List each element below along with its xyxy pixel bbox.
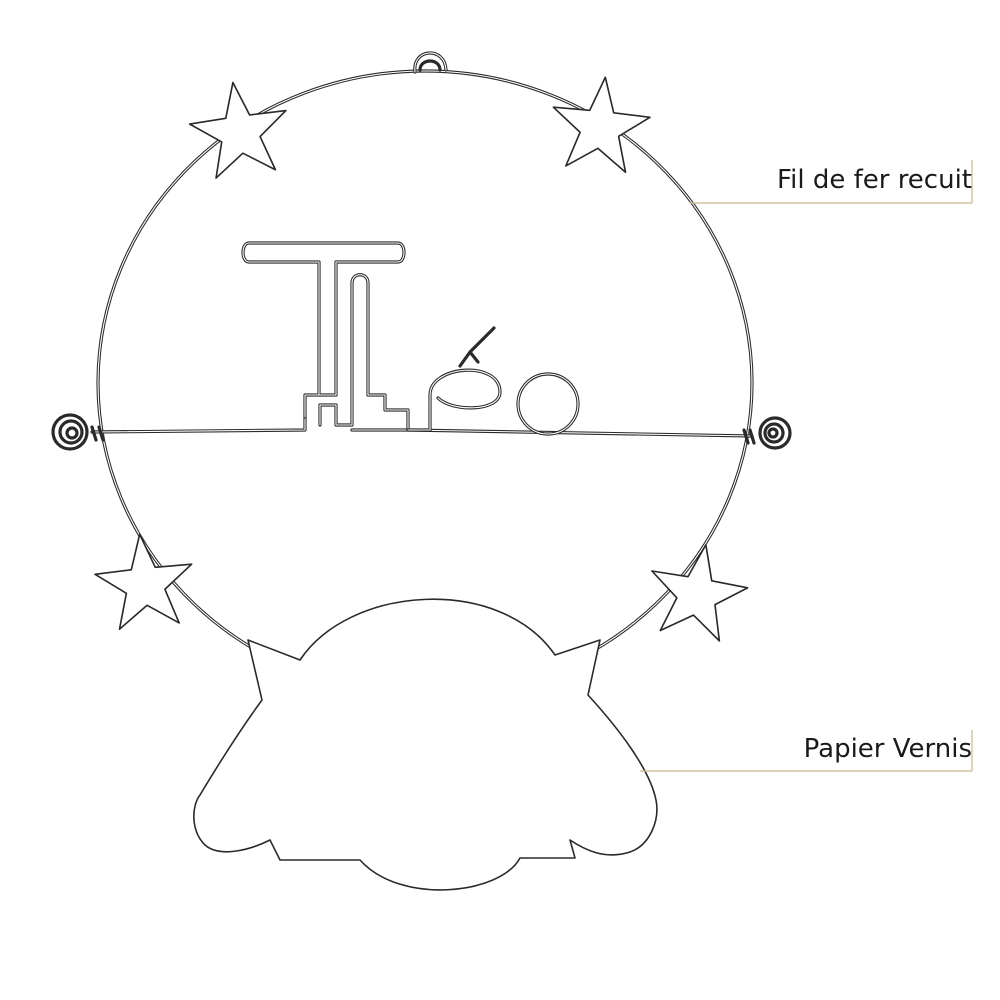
star-bottom-left xyxy=(90,528,199,632)
callout-wire-label: Fil de fer recuit xyxy=(777,165,972,195)
hanging-loop xyxy=(413,51,448,74)
leader-line-paper xyxy=(640,730,973,772)
paper-cloud-shape xyxy=(193,598,658,891)
star-top-right xyxy=(546,71,655,175)
star-top-left xyxy=(184,74,295,182)
wire-name-theo xyxy=(241,241,580,436)
left-spiral-curl xyxy=(51,413,89,451)
right-spiral-curl xyxy=(758,416,792,450)
callout-paper-label: Papier Vernis xyxy=(803,734,972,764)
leader-line-wire xyxy=(690,160,973,204)
